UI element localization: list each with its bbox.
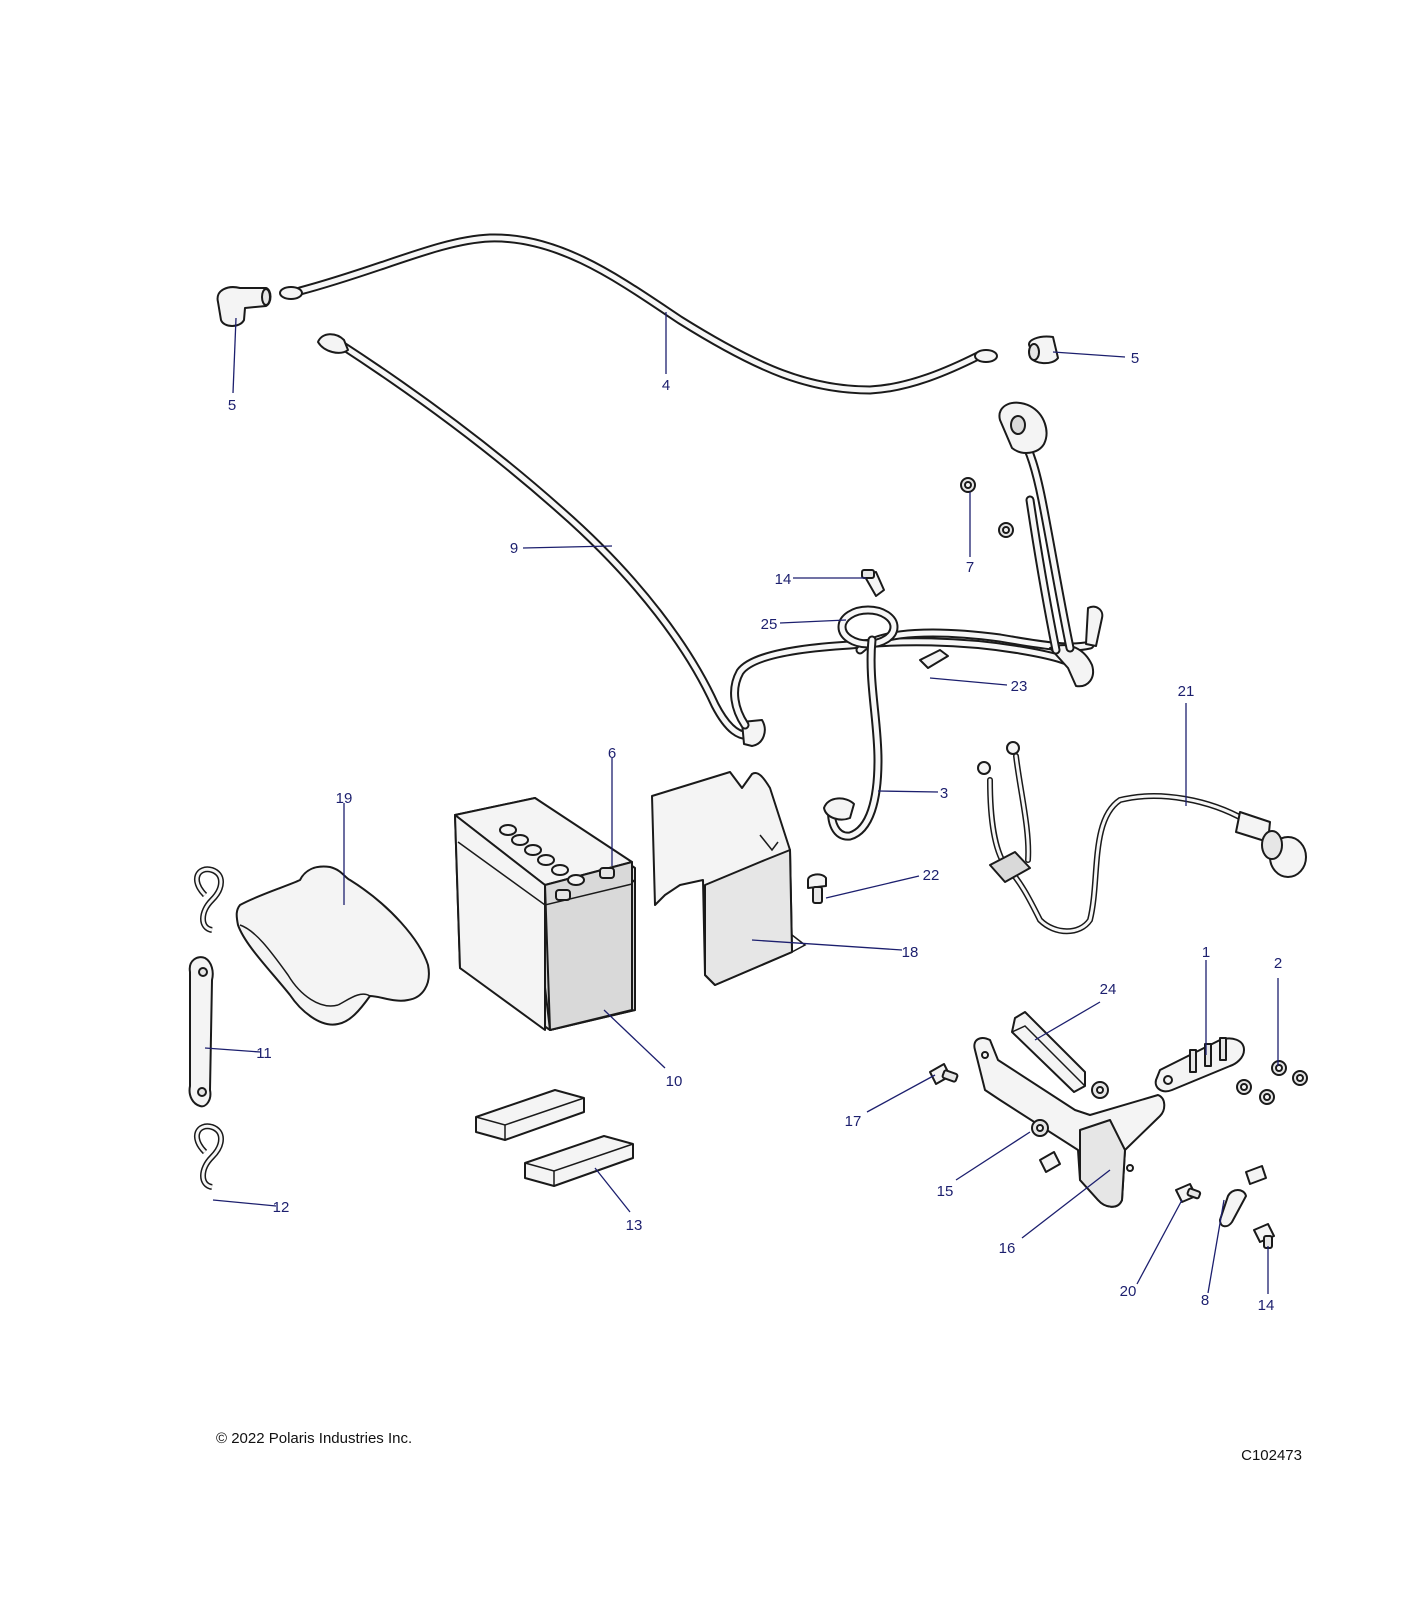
bolt-20[interactable] [1175,1183,1202,1203]
accessory-harness-21[interactable] [977,741,1307,935]
callout-7: 7 [966,559,974,576]
callout-21: 21 [1178,683,1195,700]
bolt-14-bottom[interactable] [1253,1223,1275,1249]
battery-cable-9[interactable] [317,333,766,747]
callout-10: 10 [666,1073,683,1090]
terminal-block-1[interactable] [1154,1037,1245,1093]
callout-17: 17 [845,1113,862,1130]
callout-12: 12 [273,1199,290,1216]
callout-20: 20 [1120,1283,1137,1300]
leader-lines [204,312,1279,1294]
callout-6: 6 [608,745,616,762]
spacer-15[interactable] [1031,1119,1061,1173]
clip-14-top[interactable] [861,569,885,597]
callout-15: 15 [937,1183,954,1200]
bolt-22[interactable] [807,873,827,904]
battery-cable-3[interactable] [823,635,883,841]
callout-13: 13 [626,1217,643,1234]
nut-7[interactable] [960,477,1014,538]
callout-19: 19 [336,790,353,807]
hook-clip-12-bottom[interactable] [193,1123,224,1190]
callout-2: 2 [1274,955,1282,972]
callout-14-bottom: 14 [1258,1297,1275,1314]
battery-10[interactable] [454,797,636,1031]
bolt-17[interactable] [929,1063,959,1085]
bracket-8[interactable] [1219,1165,1267,1228]
callout-labels: 5 4 5 9 7 14 25 23 21 6 19 3 22 18 1 2 2… [228,350,1282,1314]
callout-3: 3 [940,785,948,802]
terminal-cover-5-right[interactable] [1028,335,1059,365]
battery-pad-13-a[interactable] [475,1089,585,1141]
copyright-text: © 2022 Polaris Industries Inc. [216,1430,412,1447]
callout-22: 22 [923,867,940,884]
callout-5-right: 5 [1131,350,1139,367]
terminal-cover-5-left[interactable] [216,286,272,327]
callout-4: 4 [662,377,670,394]
diagram-code: C102473 [1241,1447,1302,1464]
hook-clip-12-top[interactable] [193,866,224,933]
callout-16: 16 [999,1240,1016,1257]
heat-shield-18[interactable] [651,771,807,986]
battery-cable-4[interactable] [279,233,998,395]
callout-18: 18 [902,944,919,961]
callout-1: 1 [1202,944,1210,961]
battery-strap-11[interactable] [188,956,214,1108]
nuts-2[interactable] [1091,1060,1308,1105]
callout-8: 8 [1201,1292,1209,1309]
clip-23[interactable] [919,649,949,669]
callout-23: 23 [1011,678,1028,695]
callout-24: 24 [1100,981,1117,998]
callout-14-top: 14 [775,571,792,588]
battery-cable-ground[interactable] [998,401,1075,655]
battery-cover-19[interactable] [235,865,430,1026]
callout-25: 25 [761,616,778,633]
pad-24[interactable] [1011,1011,1086,1093]
battery-pad-13-b[interactable] [524,1135,634,1187]
callout-5-left: 5 [228,397,236,414]
callout-9: 9 [510,540,518,557]
callout-11: 11 [256,1045,272,1062]
